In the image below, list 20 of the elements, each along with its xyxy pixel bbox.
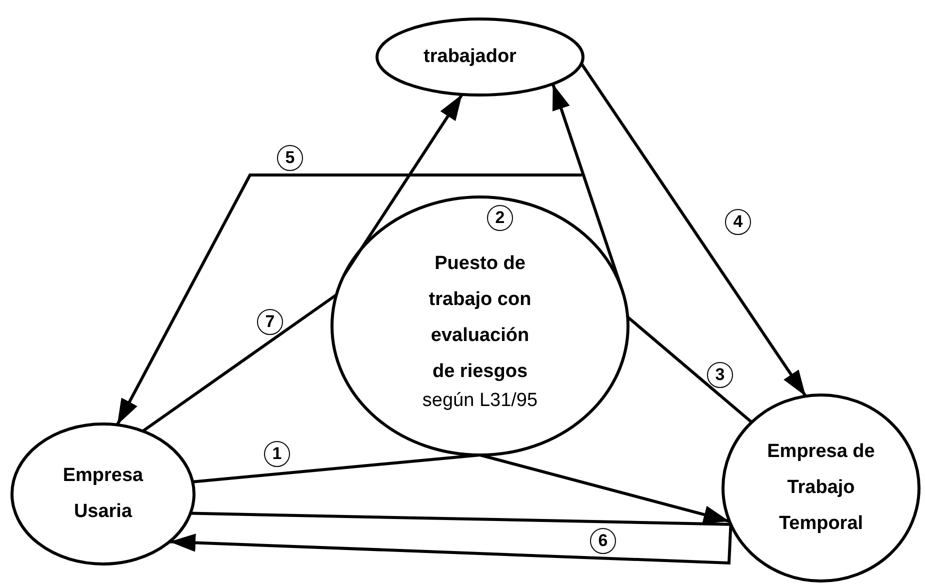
node-label: Empresa de Trabajo Temporal: [766, 440, 876, 536]
node-note: según L31/95: [422, 390, 538, 412]
ellipse-node: [721, 393, 921, 583]
ellipse-node: [330, 195, 630, 457]
node-label: Empresa Usaria: [62, 464, 144, 524]
edge-label: 4: [725, 209, 751, 235]
arrow: [580, 62, 807, 397]
edge-label: 6: [590, 528, 616, 554]
callout-number: 2: [487, 205, 513, 231]
edge-label: 7: [257, 309, 283, 335]
ellipse-node: [375, 17, 585, 97]
edge-label: 3: [707, 362, 733, 388]
node-label: trabajador: [424, 45, 518, 69]
edge-label: 1: [264, 441, 290, 467]
ellipse-node: [10, 422, 196, 566]
arrow: [480, 454, 730, 524]
arrow: [342, 94, 464, 276]
edge-label: 5: [277, 145, 303, 171]
arrow: [116, 174, 582, 426]
arrow: [170, 524, 732, 565]
